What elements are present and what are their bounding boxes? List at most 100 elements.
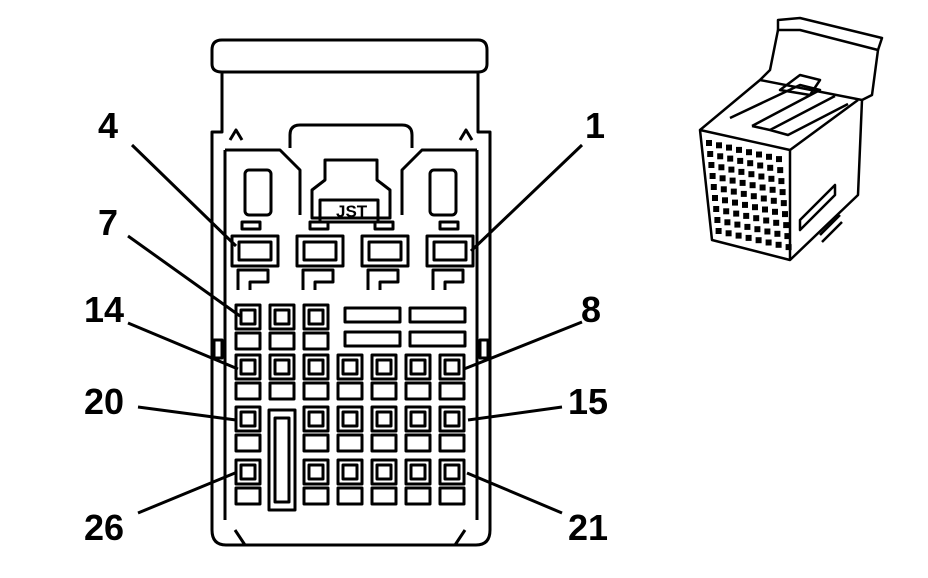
slot <box>438 220 460 231</box>
connector-face-view <box>210 38 492 547</box>
cavity-lock <box>268 381 296 401</box>
pin-cavities <box>230 234 475 506</box>
iso-cavity <box>763 217 770 224</box>
latch-left-arm <box>225 148 302 215</box>
pin-label-21: 21 <box>568 507 608 548</box>
small-cavity-inner <box>307 308 325 326</box>
small-cavity-inner <box>409 358 427 376</box>
small-cavity-inner <box>341 358 359 376</box>
latch-right-arm <box>400 148 477 215</box>
iso-cavity <box>729 177 736 184</box>
bottom-skirt <box>233 529 467 546</box>
small-cavity <box>370 405 398 433</box>
iso-cavity <box>740 190 747 197</box>
iso-cavity <box>724 219 731 226</box>
connector-3d-view <box>698 16 884 262</box>
small-cavity <box>302 303 330 331</box>
latch-center <box>310 158 392 220</box>
iso-cavity <box>727 155 734 162</box>
tab <box>366 268 400 290</box>
small-cavity-inner <box>307 358 325 376</box>
iso-cavity <box>722 197 728 204</box>
small-cavity-inner <box>341 410 359 428</box>
iso-cavity <box>754 226 761 233</box>
small-cavity <box>302 405 330 433</box>
pin-label-20: 20 <box>84 381 124 422</box>
large-cavity-inner <box>367 240 403 262</box>
latch-outline <box>288 123 414 148</box>
small-cavity <box>336 458 364 486</box>
small-cavity-inner <box>239 463 257 481</box>
small-cavity <box>336 353 364 381</box>
housing-outline <box>210 38 492 547</box>
small-cavity-inner <box>239 410 257 428</box>
iso-cavity <box>772 208 778 215</box>
iso-cavity <box>783 222 790 229</box>
cavity-lock <box>438 433 466 453</box>
small-cavity-inner <box>443 463 461 481</box>
pin-label-14: 14 <box>84 289 124 330</box>
leader-pin-7 <box>127 234 241 318</box>
iso-cavity <box>714 217 721 223</box>
pin-label-4: 4 <box>98 105 118 146</box>
iso-cavity <box>747 160 754 167</box>
side-bump <box>478 338 490 360</box>
slot <box>240 220 262 231</box>
iso-cavity <box>758 173 765 180</box>
cavity-lock <box>234 381 262 401</box>
iso-cavity <box>784 233 791 240</box>
small-cavity <box>404 458 432 486</box>
iso-top-frame <box>776 16 884 52</box>
iso-cavity <box>730 188 737 195</box>
small-cavity-inner <box>341 463 359 481</box>
iso-cavity <box>746 149 752 156</box>
connector-3d-cavity-grid <box>706 140 792 251</box>
iso-cavity <box>715 228 722 234</box>
iso-cavity <box>743 212 750 219</box>
iso-cavity <box>706 140 712 146</box>
iso-left-frame <box>759 29 780 81</box>
latch-arrow-left <box>228 128 244 141</box>
iso-cavity <box>708 162 715 168</box>
small-cavity-inner <box>409 463 427 481</box>
leader-pin-1 <box>469 143 584 253</box>
cavity-lock <box>234 433 262 453</box>
cavity-lock <box>302 381 330 401</box>
iso-cavity <box>738 168 745 175</box>
iso-cavity <box>766 153 772 160</box>
brand-plate <box>318 198 380 224</box>
large-cavity-inner <box>432 240 468 262</box>
leader-pin-15 <box>467 405 563 422</box>
slot <box>308 220 330 231</box>
iso-cavity <box>760 195 767 202</box>
small-cavity <box>404 353 432 381</box>
iso-cavity <box>736 146 742 153</box>
iso-cavity <box>728 166 735 173</box>
iso-cavity <box>712 195 718 201</box>
iso-cavity <box>723 208 730 215</box>
iso-cavity <box>762 206 768 213</box>
iso-latch <box>778 73 822 97</box>
iso-cavity <box>767 164 774 171</box>
cavity-lock <box>302 433 330 453</box>
iso-cavity <box>775 241 782 248</box>
leader-lines <box>127 143 584 515</box>
small-cavity-inner <box>307 463 325 481</box>
iso-cavity <box>759 184 766 191</box>
iso-cavity <box>780 200 787 207</box>
blank-slot <box>343 330 402 348</box>
cavity-lock <box>302 486 330 506</box>
iso-cavity <box>757 162 764 169</box>
iso-cavity <box>742 201 748 208</box>
small-cavity <box>302 458 330 486</box>
blank-slot <box>343 306 402 324</box>
iso-cavity <box>764 228 771 235</box>
small-cavity <box>370 458 398 486</box>
pin-label-1: 1 <box>585 105 605 146</box>
small-cavity <box>438 405 466 433</box>
iso-cavity <box>749 182 756 189</box>
large-cavity <box>230 234 280 268</box>
small-cavity-inner <box>443 410 461 428</box>
iso-cavity <box>713 206 720 212</box>
iso-cavity <box>707 151 714 157</box>
